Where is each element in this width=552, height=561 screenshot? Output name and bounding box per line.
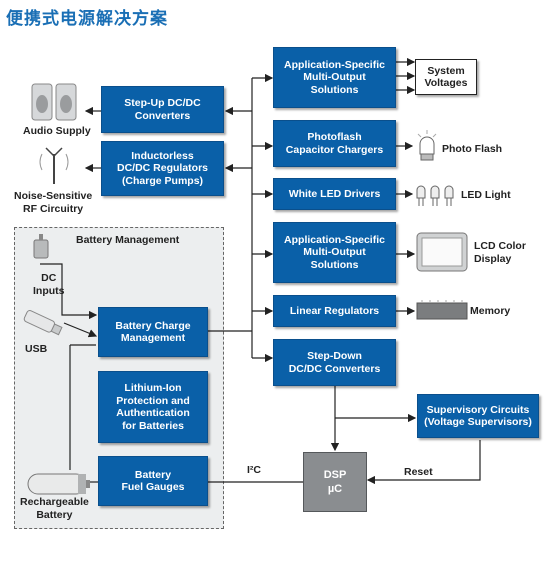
flash-bulb-icon [417, 130, 437, 161]
usb-icon [23, 310, 63, 336]
battery-charge-management-box: Battery Charge Management [98, 307, 208, 357]
usb-label: USB [25, 343, 48, 355]
memory-label: Memory [470, 305, 511, 317]
dc-plug-icon [33, 234, 49, 259]
linear-regulators-box: Linear Regulators [273, 295, 396, 327]
photo-flash-label: Photo Flash [442, 143, 503, 155]
reset-label: Reset [404, 466, 433, 478]
photoflash-charger-box: Photoflash Capacitor Chargers [273, 120, 396, 167]
lcd-display-icon [416, 232, 468, 272]
app-specific-multi-output-box-1: Application-Specific Multi-Output Soluti… [273, 47, 396, 108]
memory-chip-icon [416, 300, 468, 320]
inductorless-regulators-box: Inductorless DC/DC Regulators (Charge Pu… [101, 141, 224, 196]
battery-fuel-gauges-box: Battery Fuel Gauges [98, 456, 208, 506]
white-led-drivers-box: White LED Drivers [273, 178, 396, 210]
noise-sensitive-label: Noise-Sensitive RF Circuitry [14, 190, 93, 215]
battery-icon [27, 473, 90, 495]
rechargeable-battery-label: Rechargeable Battery [20, 496, 89, 521]
antenna-icon [39, 147, 69, 184]
dc-inputs-label: DC Inputs [33, 272, 65, 297]
page-title: 便携式电源解决方案 [6, 9, 168, 29]
system-voltages-box: System Voltages [415, 59, 477, 95]
audio-supply-label: Audio Supply [23, 125, 91, 137]
led-icon [416, 185, 454, 206]
battery-management-label: Battery Management [76, 234, 180, 246]
step-down-converters-box: Step-Down DC/DC Converters [273, 339, 396, 386]
led-light-label: LED Light [461, 189, 511, 201]
lcd-display-label: LCD Color Display [474, 240, 526, 265]
lithium-ion-protection-box: Lithium-Ion Protection and Authenticatio… [98, 371, 208, 443]
speaker-icon [31, 83, 77, 121]
app-specific-multi-output-box-2: Application-Specific Multi-Output Soluti… [273, 222, 396, 283]
step-up-converters-box: Step-Up DC/DC Converters [101, 86, 224, 133]
i2c-label: I²C [247, 464, 261, 476]
supervisory-circuits-box: Supervisory Circuits (Voltage Supervisor… [417, 394, 539, 438]
